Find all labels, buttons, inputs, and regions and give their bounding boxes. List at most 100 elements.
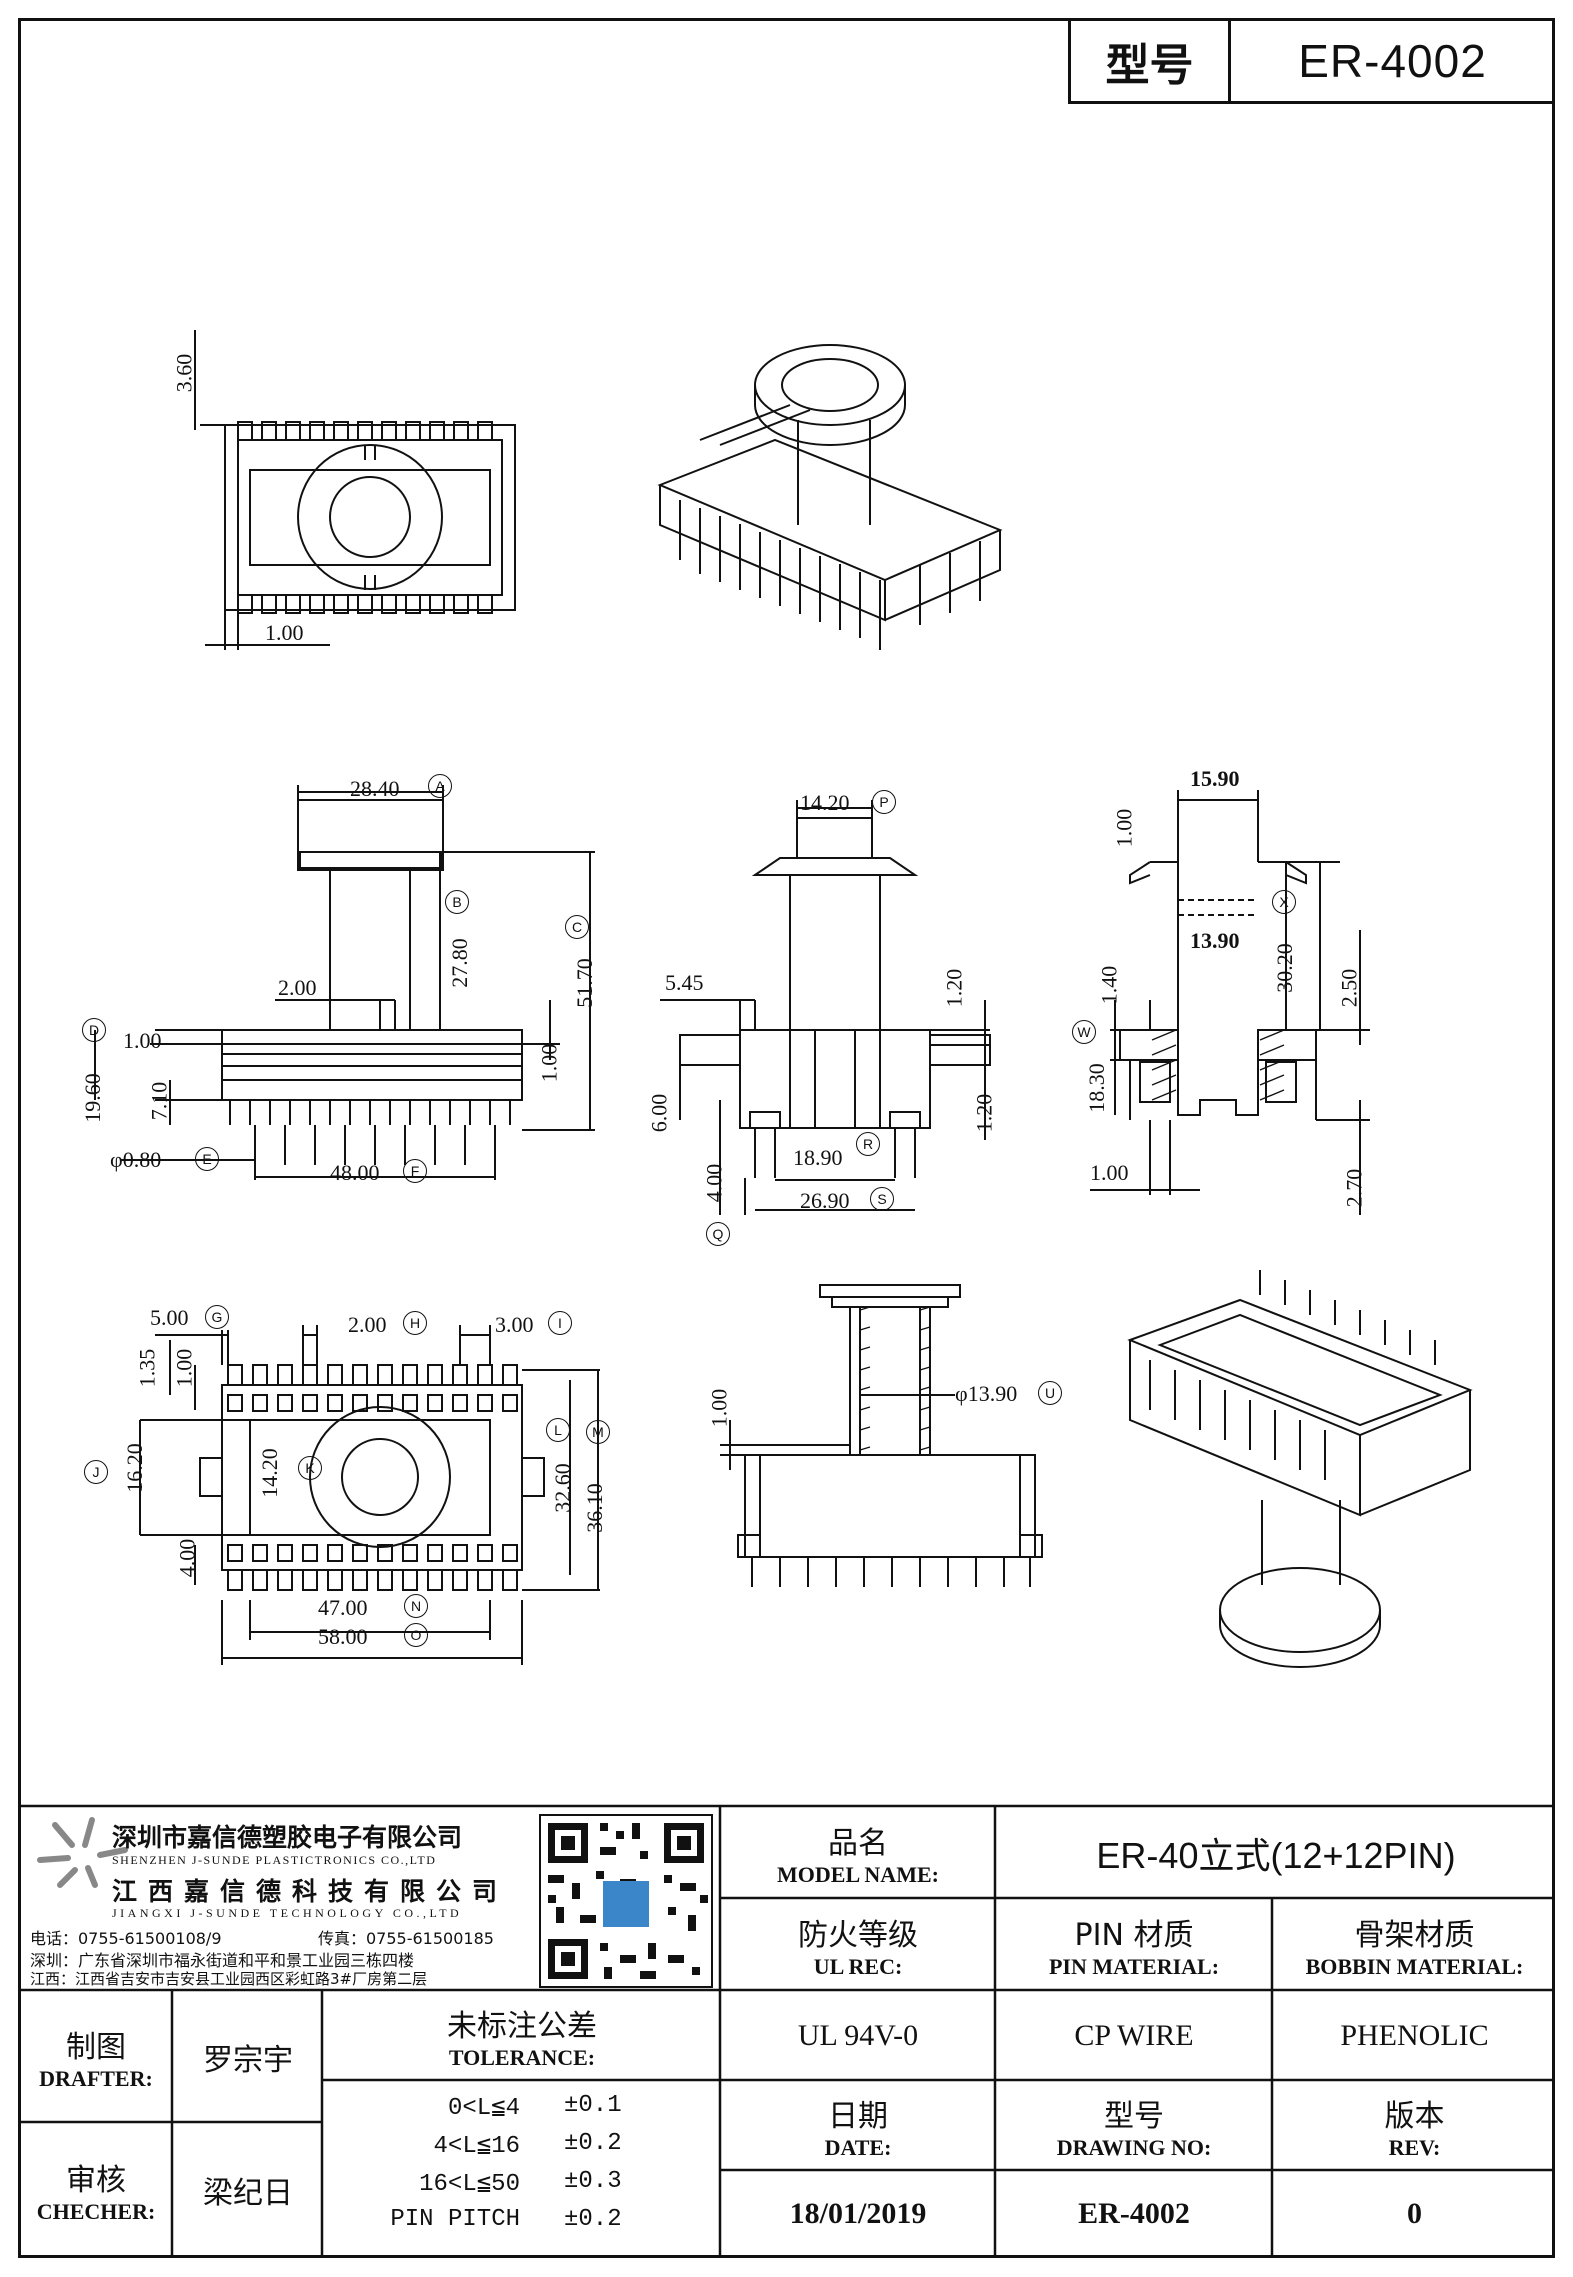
dim-label: φ0.80 (110, 1147, 162, 1172)
core-view (720, 1284, 1043, 1587)
company-phone: 电话：0755-61500108/9 (30, 1929, 222, 1948)
tolerance-range: 0<L≦4 (447, 2095, 520, 2122)
dim-label: 14.20 (800, 790, 850, 815)
tolerance-value: ±0.1 (564, 2092, 622, 2119)
dim-label: 18.30 (1083, 1063, 1109, 1113)
drawing-frame (18, 18, 1555, 2258)
pin-material-label: PIN 材质 PIN MATERIAL: (1048, 1918, 1220, 1979)
dim-callout: S (870, 1187, 894, 1211)
dim-callout: O (404, 1623, 428, 1647)
dim-label: 13.90 (1190, 928, 1240, 953)
dim-label: 4.00 (701, 1163, 727, 1203)
dim-label: 6.00 (646, 1093, 672, 1133)
drafter-name: 罗宗宇 (203, 2043, 293, 2078)
dim-label: 15.90 (1190, 766, 1240, 791)
dim-callout: G (205, 1305, 229, 1329)
model-label: 型号 (1071, 20, 1231, 101)
dim-label: 32.60 (549, 1463, 575, 1513)
top-view (194, 330, 516, 650)
dim-callout: K (298, 1456, 322, 1480)
dim-label: 1.00 (171, 1348, 197, 1388)
dim-callout: R (856, 1132, 880, 1156)
dim-callout: F (403, 1159, 427, 1183)
bobbin-material-label: 骨架材质 BOBBIN MATERIAL: (1305, 1918, 1524, 1979)
revision-label: 版本 REV: (1384, 2099, 1445, 2160)
dim-label: 2.50 (1336, 968, 1362, 1008)
dim-callout: D (82, 1018, 106, 1042)
revision-value: 0 (1407, 2197, 1422, 2230)
dim-label: 1.00 (265, 620, 304, 645)
drafter-label: 制图 DRAFTER: (39, 2030, 153, 2091)
dim-callout: Q (706, 1222, 730, 1246)
company-address-shenzhen: 深圳：广东省深圳市福永街道和平和景工业园三栋四楼 (30, 1951, 415, 1970)
dim-callout: L (546, 1418, 570, 1442)
dim-label: φ13.90 (955, 1381, 1018, 1406)
dim-label: 5.00 (150, 1305, 189, 1330)
tolerance-range: PIN PITCH (390, 2206, 520, 2233)
company-address-jiangxi: 江西：江西省吉安市吉安县工业园西区彩虹路3#厂房第二层 (30, 1970, 428, 1988)
dim-label: 3.00 (495, 1312, 534, 1337)
ul-rating-value: UL 94V-0 (797, 2019, 919, 2052)
bottom-view (139, 1325, 600, 1665)
dim-label: 30.20 (1271, 943, 1297, 993)
company-name-cn-1: 深圳市嘉信德塑胶电子有限公司 (112, 1823, 463, 1852)
dim-label: 27.80 (446, 938, 472, 988)
dim-label: 4.00 (174, 1538, 200, 1578)
dim-label: 2.70 (1341, 1168, 1367, 1208)
dim-label: 1.00 (1090, 1160, 1129, 1185)
dim-label: 1.00 (706, 1388, 732, 1428)
dim-label: 26.90 (800, 1188, 850, 1213)
dim-label: 14.20 (256, 1448, 282, 1498)
top-view-comb-teeth (237, 421, 493, 614)
date-value: 18/01/2019 (789, 2197, 927, 2230)
tolerance-label: 未标注公差 TOLERANCE: (447, 2009, 597, 2070)
dim-label: 3.60 (171, 353, 197, 393)
company-name-en-2: JIANGXI J-SUNDE TECHNOLOGY CO.,LTD (112, 1906, 463, 1920)
dim-label: 51.70 (571, 958, 597, 1008)
section-hatch (1151, 1029, 1285, 1101)
tolerance-range: 16<L≦50 (419, 2171, 520, 2198)
checker-name: 梁纪日 (203, 2176, 293, 2211)
bobbin-material-value: PHENOLIC (1340, 2019, 1489, 2052)
company-fax: 传真：0755-61500185 (318, 1929, 494, 1948)
ul-rating-label: 防火等级 UL REC: (798, 1918, 918, 1979)
dim-label: 2.00 (348, 1312, 387, 1337)
dim-label: 58.00 (318, 1624, 368, 1649)
checker-label: 审核 CHECHER: (36, 2163, 156, 2224)
dim-callout: M (586, 1420, 610, 1444)
dim-label: 1.00 (536, 1043, 562, 1083)
tolerance-range: 4<L≦16 (433, 2133, 520, 2160)
dim-label: 36.10 (581, 1483, 607, 1533)
company-name-en-1: SHENZHEN J-SUNDE PLASTICTRONICS CO.,LTD (112, 1853, 437, 1867)
section-view (1090, 790, 1370, 1215)
title-block-grid (20, 1804, 1555, 2256)
dim-label: 1.00 (123, 1028, 162, 1053)
dim-label: 19.60 (79, 1073, 105, 1123)
dim-callout: B (445, 890, 469, 914)
dim-callout: U (1038, 1381, 1062, 1405)
dim-callout: N (404, 1594, 428, 1618)
model-name-label: 品名 MODEL NAME: (777, 1826, 939, 1887)
drawing-number-value: ER-4002 (1078, 2197, 1190, 2230)
dim-label: 16.20 (121, 1443, 147, 1493)
tolerance-value: ±0.2 (564, 2130, 622, 2157)
dim-callout: I (548, 1311, 572, 1335)
qr-code (539, 1814, 713, 1988)
tolerance-table: 0<L≦4 ±0.1 4<L≦16 ±0.2 16<L≦50 ±0.3 PIN … (324, 2088, 720, 2256)
dim-callout: H (403, 1311, 427, 1335)
dim-label: 7.10 (146, 1081, 172, 1121)
dim-label: 1.00 (1111, 808, 1137, 848)
model-value: ER-4002 (1298, 34, 1487, 87)
tolerance-value: ±0.3 (564, 2168, 622, 2195)
dim-label: 2.00 (278, 975, 317, 1000)
company-logo-icon (37, 1817, 128, 1888)
dim-label: 18.90 (793, 1145, 843, 1170)
dim-callout: E (195, 1147, 219, 1171)
dim-label: 1.35 (134, 1348, 160, 1388)
drawing-number-label: 型号 DRAWING NO: (1056, 2099, 1212, 2160)
dim-callout: W (1072, 1020, 1096, 1044)
dim-callout: A (428, 774, 452, 798)
dim-callout: X (1272, 890, 1296, 914)
dim-label: 1.40 (1096, 965, 1122, 1005)
